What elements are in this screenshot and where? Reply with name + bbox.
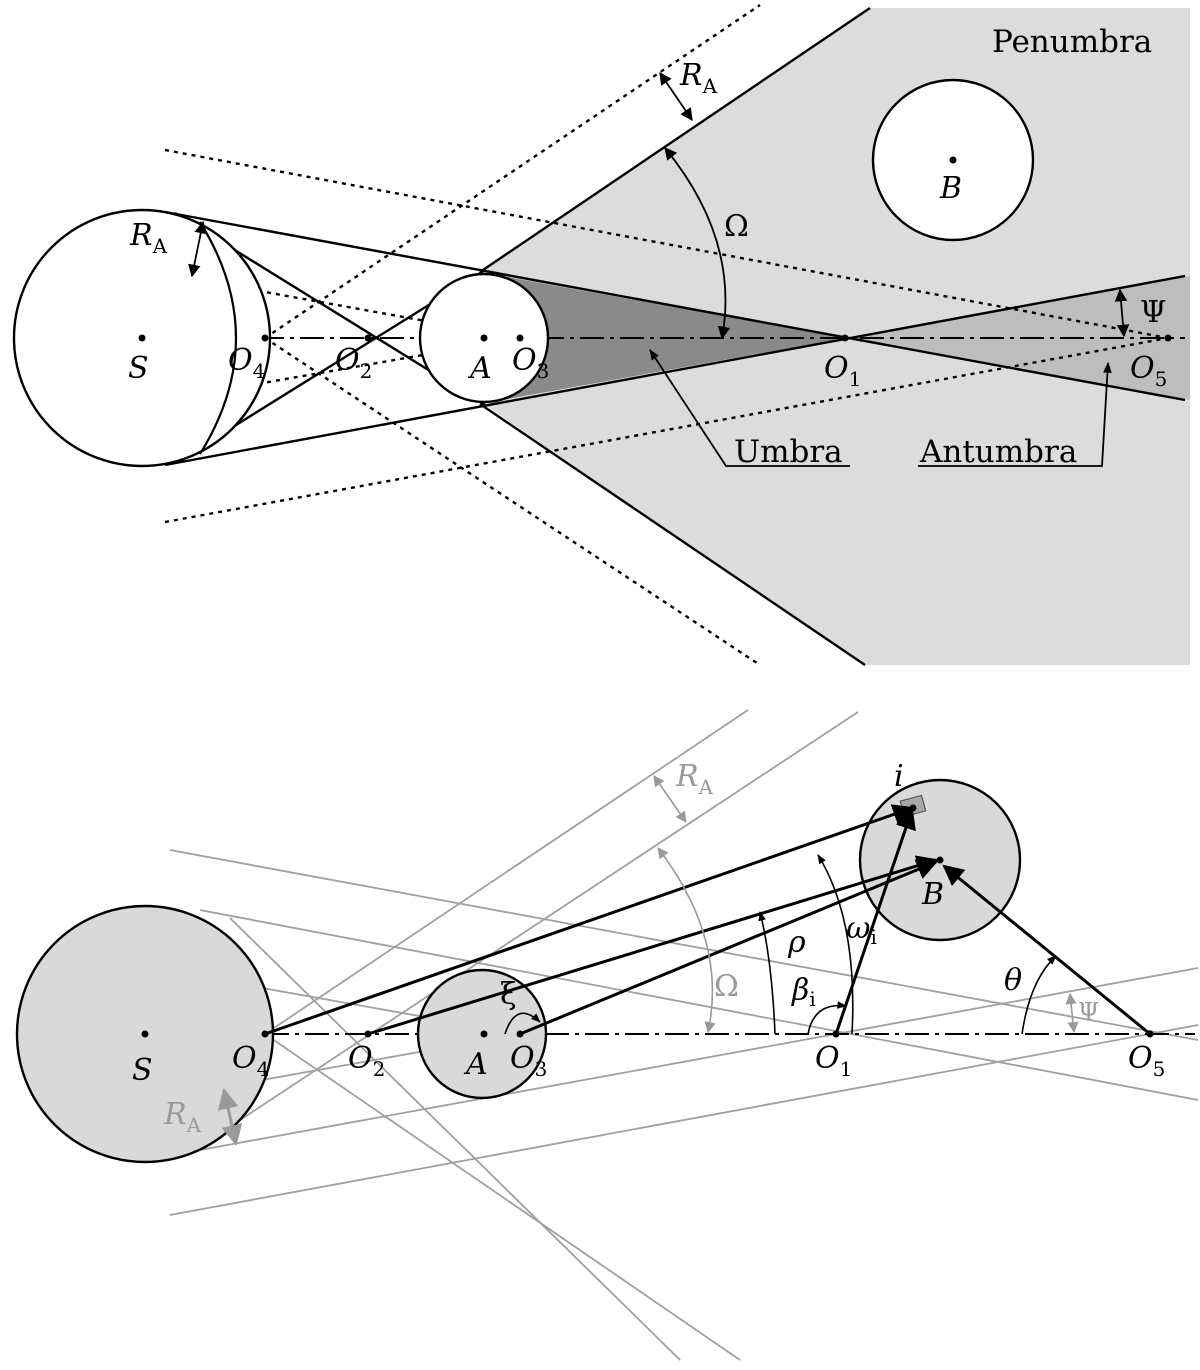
sun-inner-arc (199, 221, 237, 455)
label-s-top: S (128, 351, 149, 386)
label-b-bottom: B (921, 877, 944, 912)
point-b (949, 156, 957, 164)
label-ra-bottom-top: RA (675, 759, 714, 799)
label-psi-bottom: Ψ (1078, 998, 1099, 1026)
point-o1-bottom (832, 1030, 840, 1038)
point-s-bottom (141, 1030, 149, 1038)
point-b-bottom (936, 856, 944, 864)
umbra-leader (649, 349, 850, 467)
point-o4-bottom (261, 1030, 269, 1038)
point-i-bottom (909, 804, 917, 812)
label-omega-top: Ω (724, 209, 749, 244)
label-o5-bottom: O5 (1128, 1041, 1165, 1081)
label-beta-i: βi (791, 973, 816, 1011)
point-o3 (516, 334, 524, 342)
point-o1 (841, 334, 849, 342)
label-b-top: B (939, 171, 962, 206)
label-ra-bottom-left: RA (163, 1097, 202, 1137)
top-points (138, 156, 1172, 342)
bottom-black-rays (264, 804, 1151, 1036)
label-o4-bottom: O4 (232, 1041, 269, 1081)
label-a-bottom: A (463, 1047, 488, 1082)
point-o4 (261, 334, 269, 342)
point-o5-bottom (1146, 1030, 1154, 1038)
omega-i-arc (817, 854, 854, 1035)
point-o2 (364, 334, 372, 342)
point-a (480, 334, 488, 342)
label-o4-top: O4 (228, 343, 265, 383)
antumbra-leader (918, 361, 1112, 467)
xi-arc (504, 1012, 541, 1035)
point-o2-bottom (364, 1030, 372, 1038)
label-o3-bottom: O3 (510, 1041, 547, 1081)
point-o5 (1164, 334, 1172, 342)
label-o2-top: O2 (335, 343, 372, 383)
ra-arrow-bottom-top (653, 775, 687, 823)
label-rho: ρ (787, 925, 806, 960)
beta-i-arc (807, 1001, 847, 1035)
point-s (138, 334, 146, 342)
bottom-panel: S O4 O2 A O3 O1 O5 B i ξ ρ βi ωi θ Ω Ψ R… (15, 709, 1199, 1361)
label-xi: ξ (500, 977, 517, 1012)
ra-arrow-top (659, 71, 693, 122)
rho-arc (758, 911, 776, 1035)
psi-arrow-bottom (1065, 992, 1079, 1034)
label-psi-top: Ψ (1140, 295, 1166, 330)
label-a-top: A (467, 351, 492, 386)
label-s-bottom: S (132, 1053, 153, 1088)
omega-arc (664, 147, 731, 340)
label-o5-top: O5 (1130, 351, 1167, 391)
bottom-angle-arcs (504, 854, 1057, 1035)
theta-arc (1021, 955, 1057, 1035)
ra-arrow-bottom-left (217, 1087, 243, 1147)
top-arrows (188, 71, 1130, 467)
label-o2-bottom: O2 (348, 1041, 385, 1081)
label-theta: θ (1004, 963, 1022, 998)
label-omega-bottom: Ω (714, 969, 739, 1004)
penumbra-label: Penumbra (992, 24, 1152, 60)
umbra-label: Umbra (734, 434, 843, 470)
bottom-points (141, 804, 1154, 1038)
bottom-gray-arrows (217, 775, 1079, 1147)
top-panel: Penumbra Umbra Antumbra S O4 O2 A O3 O1 … (12, 4, 1190, 667)
omega-arc-bottom (657, 847, 716, 1034)
label-o3-top: O3 (512, 343, 549, 383)
label-ra-top: RA (679, 58, 718, 98)
psi-arrow (1114, 288, 1130, 338)
label-o1-top: O1 (824, 351, 861, 391)
point-a-bottom (480, 1030, 488, 1038)
label-i-bottom: i (894, 759, 904, 794)
point-o3-bottom (516, 1030, 524, 1038)
label-omega-i: ωi (846, 911, 877, 949)
antumbra-label: Antumbra (919, 434, 1077, 470)
label-ra-left: RA (129, 218, 168, 258)
ra-arrow-left (188, 220, 207, 278)
label-o1-bottom: O1 (815, 1041, 852, 1081)
